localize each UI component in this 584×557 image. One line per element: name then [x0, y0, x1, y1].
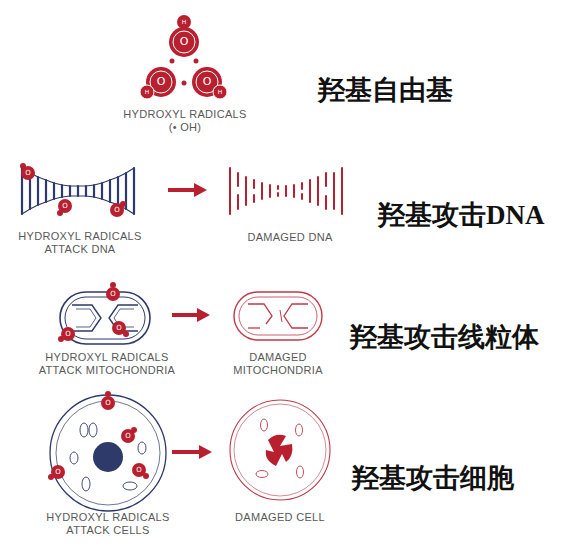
atom-letter: H [213, 88, 227, 96]
atom-letter: O [121, 431, 135, 441]
illustration-node: HYDROXYL RADICALS ATTACK CELLS [40, 392, 172, 540]
hydroxyl-molecule [140, 15, 227, 99]
caption-text: DAMAGED CELL [213, 511, 347, 524]
damaged-dna-strand [230, 168, 342, 214]
atom-letter: O [101, 398, 115, 408]
atom-letter: O [132, 465, 146, 475]
caption-text: DAMAGED MITOCHONDRIA [228, 351, 328, 377]
atom-letter: O [21, 168, 35, 178]
caption-text: HYDROXYL RADICALS ATTACK DNA [13, 230, 147, 256]
caption-text: DAMAGED DNA [223, 231, 357, 244]
atom-letter: O [110, 205, 124, 215]
illustration-node: DAMAGED DNA [207, 160, 357, 255]
chinese-label: 羟基自由基 [318, 74, 453, 106]
illustration-node: HYDROXYL RADICALS ATTACK MITOCHONDRIA [38, 284, 172, 382]
chinese-label: 羟基攻击线粒体 [350, 321, 539, 353]
atom-letter: O [151, 75, 171, 89]
atom-letter: O [106, 289, 120, 299]
illustration-node: HYDROXYL RADICALS ATTACK DNA [15, 160, 168, 260]
dna-strand [22, 168, 134, 214]
arrow-connector [172, 450, 204, 454]
damaged-mitochondrion [234, 292, 322, 340]
atom-letter: O [174, 35, 194, 49]
arrow-head [197, 308, 210, 322]
radical-markers [48, 391, 149, 480]
atom-letter: H [177, 18, 191, 26]
mitochondrion [60, 292, 150, 344]
atom-letter: O [51, 467, 65, 477]
caption-text: HYDROXYL RADICALS (• OH) [118, 108, 252, 134]
atom-letter: O [112, 323, 126, 333]
arrow-head [199, 445, 212, 459]
caption-text: HYDROXYL RADICALS ATTACK MITOCHONDRIA [32, 351, 182, 377]
cell [50, 395, 166, 511]
arrow-connector [172, 313, 202, 317]
atom-letter: O [197, 75, 217, 89]
chinese-label: 羟基攻击DNA [378, 199, 545, 231]
radical-markers [20, 163, 126, 217]
arrow-connector [168, 188, 199, 192]
illustration-node: DAMAGED CELL [212, 395, 347, 535]
arrow-head [194, 183, 207, 197]
atom-letter: O [58, 201, 72, 211]
illustration-node: DAMAGED MITOCHONDRIA [210, 284, 335, 382]
chinese-label: 羟基攻击细胞 [352, 462, 514, 494]
illustration-node: HYDROXYL RADICALS (• OH) [118, 8, 252, 138]
caption-text: HYDROXYL RADICALS ATTACK CELLS [41, 511, 175, 537]
atom-letter: H [140, 88, 154, 96]
atom-letter: O [61, 329, 75, 339]
damaged-cell [230, 400, 330, 500]
radical-markers [58, 282, 129, 342]
